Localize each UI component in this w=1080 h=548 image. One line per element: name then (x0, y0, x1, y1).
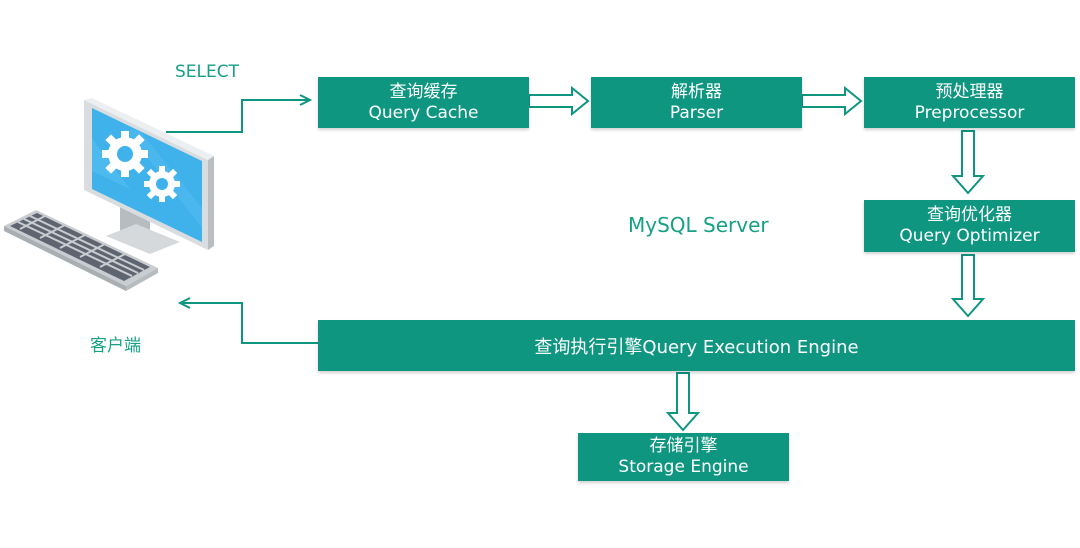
monitor-icon (84, 98, 214, 250)
result-return-arrowhead (177, 297, 191, 309)
query-cache-zh-label: 查询缓存 (389, 81, 458, 102)
arrow-parser-to-preprocessor (801, 85, 863, 117)
select-request-label: SELECT (175, 62, 239, 82)
mysql-server-label: MySQL Server (628, 213, 769, 237)
select-request-line (166, 99, 308, 133)
preprocessor-zh-label: 预处理器 (935, 81, 1004, 102)
optimizer-en-label: Query Optimizer (899, 226, 1040, 246)
preprocessor-en-label: Preprocessor (914, 102, 1025, 123)
query-cache-box: 查询缓存 Query Cache (318, 77, 529, 128)
optimizer-zh-label: 查询优化器 (927, 205, 1012, 225)
arrow-cache-to-parser (528, 85, 590, 117)
storage-engine-zh-label: 存储引擎 (649, 436, 718, 456)
computer-icon (4, 98, 214, 291)
gear-icon-small (144, 166, 180, 202)
parser-en-label: Parser (669, 102, 724, 123)
preprocessor-box: 预处理器 Preprocessor (864, 77, 1075, 128)
arrow-optimizer-to-engine (950, 254, 986, 318)
execution-engine-box: 查询执行引擎Query Execution Engine (318, 320, 1075, 371)
arrow-engine-to-storage (665, 372, 701, 432)
storage-engine-en-label: Storage Engine (618, 457, 749, 477)
storage-engine-box: 存储引擎 Storage Engine (578, 433, 789, 481)
parser-box: 解析器 Parser (591, 77, 802, 128)
client-label: 客户端 (90, 336, 141, 356)
optimizer-box: 查询优化器 Query Optimizer (864, 200, 1075, 252)
keyboard-icon (4, 210, 158, 291)
result-return-line (182, 302, 318, 344)
query-cache-en-label: Query Cache (368, 102, 479, 123)
execution-engine-label: 查询执行引擎Query Execution Engine (534, 336, 859, 358)
arrow-preprocessor-to-optimizer (950, 130, 986, 195)
gear-icon (102, 131, 148, 177)
parser-zh-label: 解析器 (671, 81, 722, 102)
select-request-arrowhead (299, 94, 313, 106)
